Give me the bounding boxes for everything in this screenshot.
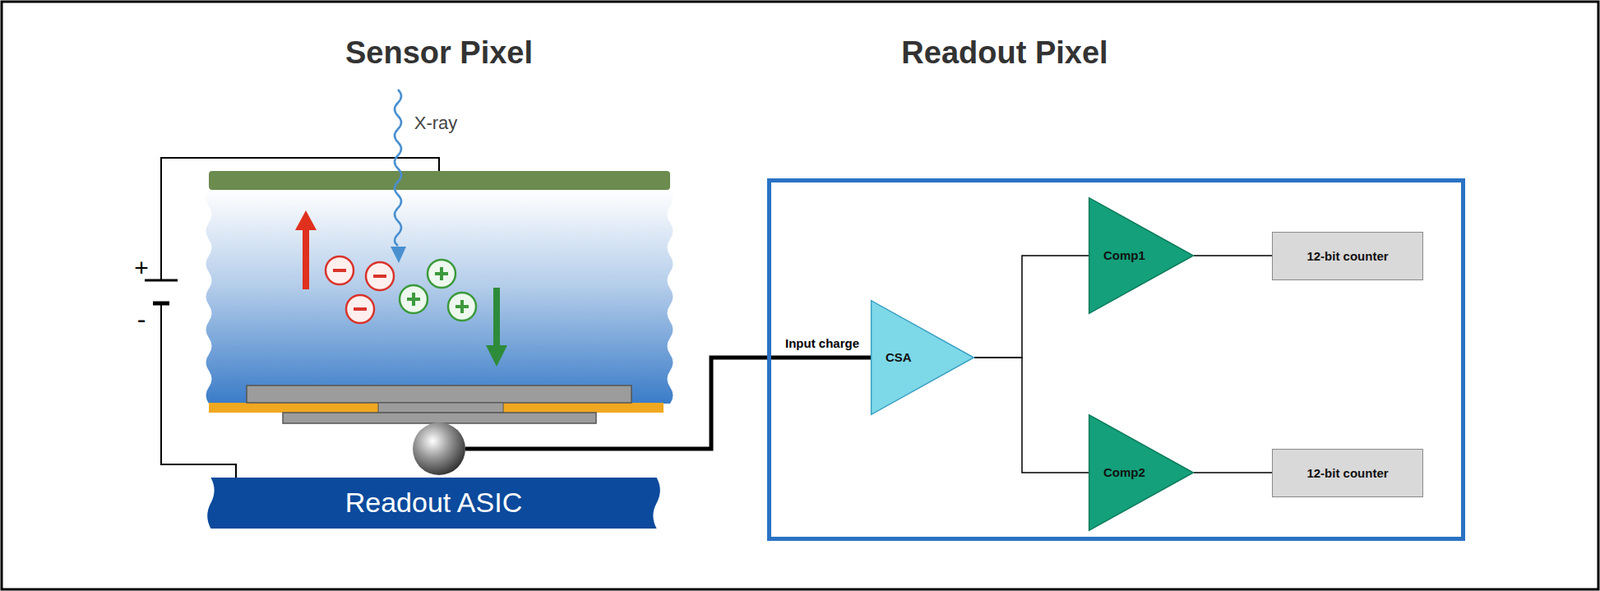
polarity-sign: -: [137, 304, 147, 335]
signal-label: Input charge: [785, 336, 860, 351]
hole-symbol: [448, 292, 477, 321]
x-ray-arrowhead: [390, 246, 407, 264]
electron-symbol: [346, 295, 375, 324]
node-label: Comp2: [1103, 465, 1146, 480]
battery-plate: [144, 279, 178, 283]
panel-title: Readout Pixel: [901, 35, 1108, 72]
electron-drift-arrowhead: [295, 210, 317, 231]
hole-circle: [427, 259, 456, 288]
plus-sign: [460, 300, 464, 314]
node-label: 12-bit counter: [1306, 466, 1388, 481]
amplifier-triangle: [1089, 198, 1194, 315]
input-wire: [465, 357, 871, 449]
readout-pixel-frame: Readout PixelCSAComp1Comp212-bit counter…: [767, 178, 1466, 542]
pixel-pad: [246, 385, 632, 403]
comparator: Comp1: [1088, 197, 1194, 315]
panel-title: Sensor Pixel: [345, 35, 533, 72]
hole-drift-arrowhead: [485, 345, 508, 367]
readout-asic-band: Readout ASIC: [203, 477, 664, 529]
electron-circle: [346, 295, 375, 324]
hole-symbol: [427, 259, 456, 288]
amplifier-triangle: [1089, 415, 1194, 532]
passivation-layer: [208, 402, 664, 413]
plus-sign: [411, 292, 416, 306]
comparator: Comp2: [1088, 414, 1194, 532]
band-shape: [207, 477, 661, 529]
bump-pad: [282, 412, 597, 424]
node-label: Comp1: [1103, 248, 1146, 263]
signal-wire: [974, 357, 1089, 473]
polarity-sign: +: [134, 254, 149, 283]
plus-sign: [439, 267, 444, 281]
node-label: 12-bit counter: [1306, 249, 1388, 264]
top-electrode: [208, 171, 671, 190]
electron-circle: [325, 256, 354, 285]
electron-circle: [365, 262, 394, 291]
electron-symbol: [325, 256, 354, 285]
hole-drift-arrow: [493, 287, 500, 347]
amplifier-triangle: [871, 300, 975, 416]
bump-bond: [412, 422, 466, 476]
x-ray-wave: [394, 89, 402, 246]
sensor-body: [206, 189, 674, 404]
node-label: CSA: [885, 350, 912, 365]
electron-symbol: [365, 262, 394, 291]
signal-wire: [1193, 254, 1272, 257]
hole-symbol: [399, 285, 428, 314]
minus-sign: [353, 307, 367, 311]
signal-wire: [974, 255, 1089, 358]
minus-sign: [332, 268, 347, 273]
node-label: Readout ASIC: [345, 486, 523, 519]
counter-box: 12-bit counter: [1271, 231, 1424, 281]
hole-circle: [448, 292, 477, 321]
signal-wire: [1193, 471, 1272, 474]
pad-via: [378, 402, 504, 413]
x-ray-label: X-ray: [414, 112, 458, 134]
minus-sign: [373, 274, 387, 278]
hole-circle: [399, 285, 428, 314]
electron-drift-arrow: [302, 228, 310, 290]
charge-amplifier: CSA: [870, 300, 975, 416]
counter-box: 12-bit counter: [1271, 448, 1424, 498]
